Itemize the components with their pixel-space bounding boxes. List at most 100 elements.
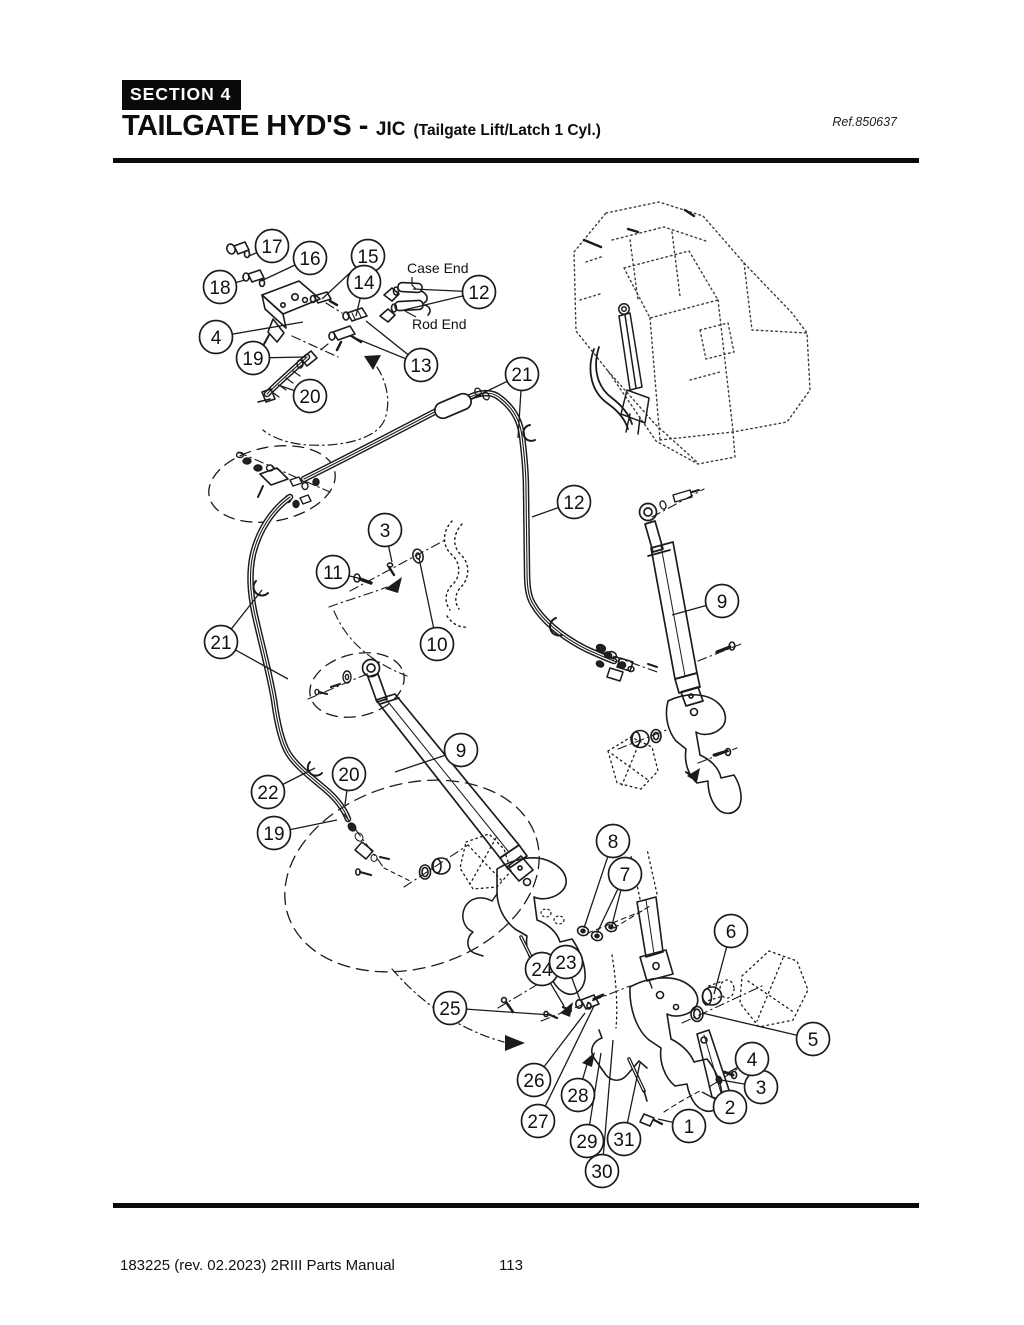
callout-3: 3 xyxy=(367,512,403,563)
ghost-blade-bottom-right xyxy=(705,950,809,1028)
page-title-main: TAILGATE HYD'S - xyxy=(122,110,368,142)
callout-leader xyxy=(282,767,316,786)
callout-circle xyxy=(595,823,631,859)
callout-4: 4 xyxy=(198,319,304,355)
tee-fitting-13 xyxy=(332,325,356,341)
case-end-label: Case End xyxy=(407,260,468,290)
hose-upper-route xyxy=(300,387,661,682)
flow-arrow-24 xyxy=(560,1002,573,1017)
callout-leader xyxy=(260,264,296,282)
callout-number: 9 xyxy=(717,592,728,613)
callout-number: 4 xyxy=(747,1050,758,1071)
callout-circle xyxy=(235,340,271,376)
callout-27: 27 xyxy=(520,1005,595,1139)
callout-circle xyxy=(419,626,455,662)
callout-number: 15 xyxy=(357,247,378,268)
callout-28: 28 xyxy=(560,1060,596,1113)
callout-leader xyxy=(290,819,338,831)
callout-circle xyxy=(256,815,292,851)
page-title-paren: (Tailgate Lift/Latch 1 Cyl.) xyxy=(413,122,601,139)
case-end-fitting xyxy=(383,287,400,302)
callout-number: 27 xyxy=(527,1112,548,1133)
callout-circle xyxy=(504,356,540,392)
callout-30: 30 xyxy=(584,1039,620,1189)
hose-clip xyxy=(549,617,563,637)
callout-leader xyxy=(277,384,295,392)
callout-17: 17 xyxy=(248,228,290,264)
flow-arrow-middle xyxy=(385,577,402,593)
callout-number: 8 xyxy=(608,832,619,853)
callout-circle xyxy=(713,913,749,949)
callout-leader xyxy=(701,1012,798,1036)
callout-number: 7 xyxy=(620,865,631,886)
detail-ellipse-middle xyxy=(284,779,540,973)
callout-7: 7 xyxy=(596,856,643,934)
callout-21: 21 xyxy=(470,356,540,439)
truck-cylinder xyxy=(582,208,696,435)
callout-circle xyxy=(516,1062,552,1098)
callout-circle xyxy=(712,1089,748,1125)
callout-2: 2 xyxy=(701,1089,748,1125)
callout-leader xyxy=(602,1039,614,1155)
callout-number: 16 xyxy=(299,249,320,270)
callout-29: 29 xyxy=(569,1052,605,1159)
spring xyxy=(591,1029,648,1082)
fitting-15 xyxy=(313,291,332,304)
callout-11: 11 xyxy=(315,554,363,590)
callout-circle xyxy=(292,240,328,276)
callout-leader xyxy=(466,1008,552,1016)
hose-left-route xyxy=(247,493,413,883)
bolt-1 xyxy=(639,1113,655,1127)
callout-number: 11 xyxy=(323,563,343,584)
callout-leader xyxy=(588,1052,602,1125)
callout-leader xyxy=(387,545,393,563)
ghost-blade-middle xyxy=(459,833,512,890)
callout-leader xyxy=(418,557,435,628)
callout-circle xyxy=(548,944,584,980)
callout-leader xyxy=(235,279,246,284)
callout-number: 23 xyxy=(555,953,576,974)
callout-18: 18 xyxy=(202,269,246,305)
callout-leader xyxy=(235,649,289,680)
flow-arrow-right xyxy=(687,768,700,782)
callout-leader xyxy=(657,1118,674,1123)
callout-number: 3 xyxy=(756,1078,767,1099)
callout-31: 31 xyxy=(606,1062,642,1157)
callout-circle xyxy=(202,269,238,305)
callout-number: 21 xyxy=(210,633,231,654)
callout-8: 8 xyxy=(583,823,631,929)
callout-circle xyxy=(734,1041,770,1077)
callout-23: 23 xyxy=(548,944,584,1001)
cylinder-middle xyxy=(361,658,534,882)
callout-leader xyxy=(582,1060,589,1080)
callout-20: 20 xyxy=(277,378,328,414)
callout-5: 5 xyxy=(701,1012,831,1057)
footer-rule xyxy=(113,1203,919,1208)
callout-leader xyxy=(248,251,258,257)
callout-14: 14 xyxy=(346,264,382,317)
callout-19: 19 xyxy=(256,815,338,851)
callout-leader xyxy=(517,390,522,439)
callout-leader xyxy=(571,977,581,1001)
callout-circle xyxy=(671,1108,707,1144)
callout-20: 20 xyxy=(331,756,367,806)
callout-leader xyxy=(269,356,307,359)
flow-arrow-bottom xyxy=(505,1035,525,1051)
callout-leader xyxy=(596,888,619,934)
callout-number: 17 xyxy=(261,237,282,258)
callout-leader xyxy=(549,982,565,1007)
hose-19-20 xyxy=(257,350,318,403)
page-title: TAILGATE HYD'S - JIC (Tailgate Lift/Latc… xyxy=(122,110,601,143)
callout-circle xyxy=(250,774,286,810)
callout-leader xyxy=(344,790,348,806)
callout-number: 20 xyxy=(338,765,359,786)
callout-circle xyxy=(367,512,403,548)
callout-circle xyxy=(584,1153,620,1189)
callout-number: 25 xyxy=(439,999,460,1020)
flow-arrow-28 xyxy=(582,1052,595,1067)
callout-6: 6 xyxy=(713,913,749,995)
callout-21: 21 xyxy=(203,589,289,680)
footer-page-number: 113 xyxy=(499,1257,523,1274)
rod-end-label: Rod End xyxy=(404,310,466,332)
callout-leader xyxy=(403,295,464,311)
